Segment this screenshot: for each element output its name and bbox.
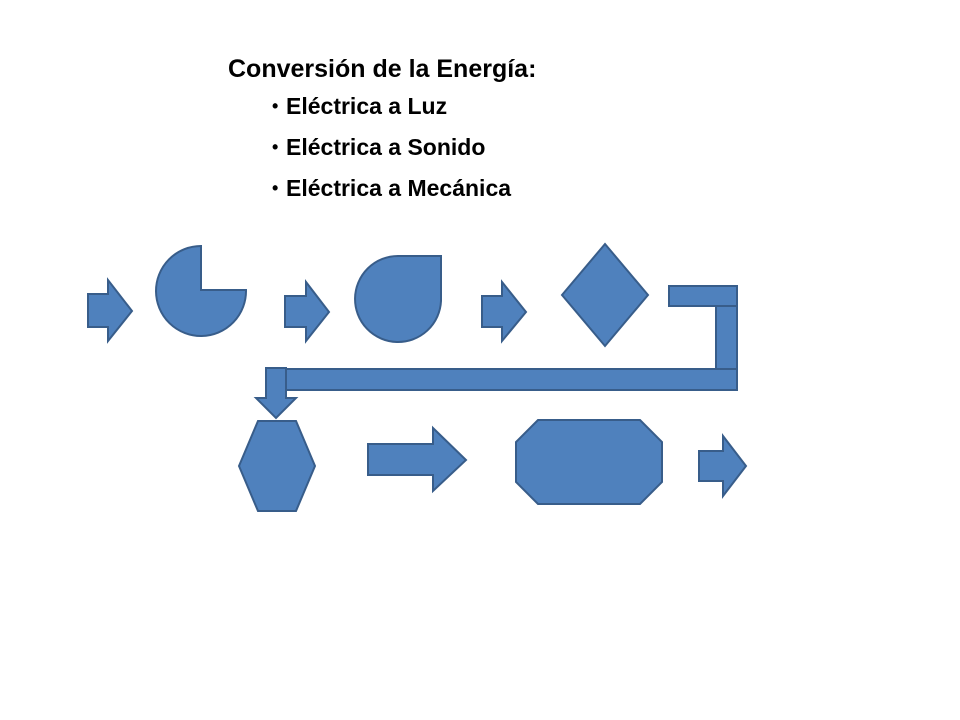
bullet-dot-icon: • bbox=[272, 137, 279, 157]
bullet-text: Eléctrica a Luz bbox=[286, 93, 448, 119]
down-arrow-shape bbox=[253, 367, 299, 420]
right-arrow-shape-3 bbox=[481, 279, 528, 344]
connector-vertical-segment bbox=[715, 305, 738, 370]
bullet-text: Eléctrica a Sonido bbox=[286, 134, 486, 160]
slide-heading: Conversión de la Energía: bbox=[228, 55, 537, 83]
diamond-shape bbox=[560, 242, 650, 348]
connector-bottom-segment bbox=[281, 368, 738, 391]
bullet-text: Eléctrica a Mecánica bbox=[286, 175, 512, 201]
bullet-item: • Eléctrica a Mecánica bbox=[272, 168, 536, 209]
octagon-shape bbox=[515, 419, 663, 505]
bullet-dot-icon: • bbox=[272, 178, 279, 198]
slide-text-block: Conversión de la Energía: • Eléctrica a L… bbox=[228, 52, 536, 209]
right-arrow-shape-5 bbox=[698, 433, 748, 499]
bullet-list: • Eléctrica a Luz • Eléctrica a Sonido • El… bbox=[228, 86, 536, 209]
hexagon-shape bbox=[237, 420, 317, 512]
right-arrow-shape-1 bbox=[87, 277, 134, 344]
bullet-item: • Eléctrica a Sonido bbox=[272, 127, 536, 168]
teardrop-shape bbox=[354, 255, 442, 343]
bullet-item: • Eléctrica a Luz bbox=[272, 86, 536, 127]
connector-top-segment bbox=[668, 285, 738, 307]
bullet-dot-icon: • bbox=[272, 96, 279, 116]
right-arrow-shape-2 bbox=[284, 279, 331, 344]
pie-shape bbox=[155, 244, 248, 337]
right-arrow-shape-4 bbox=[367, 425, 468, 494]
